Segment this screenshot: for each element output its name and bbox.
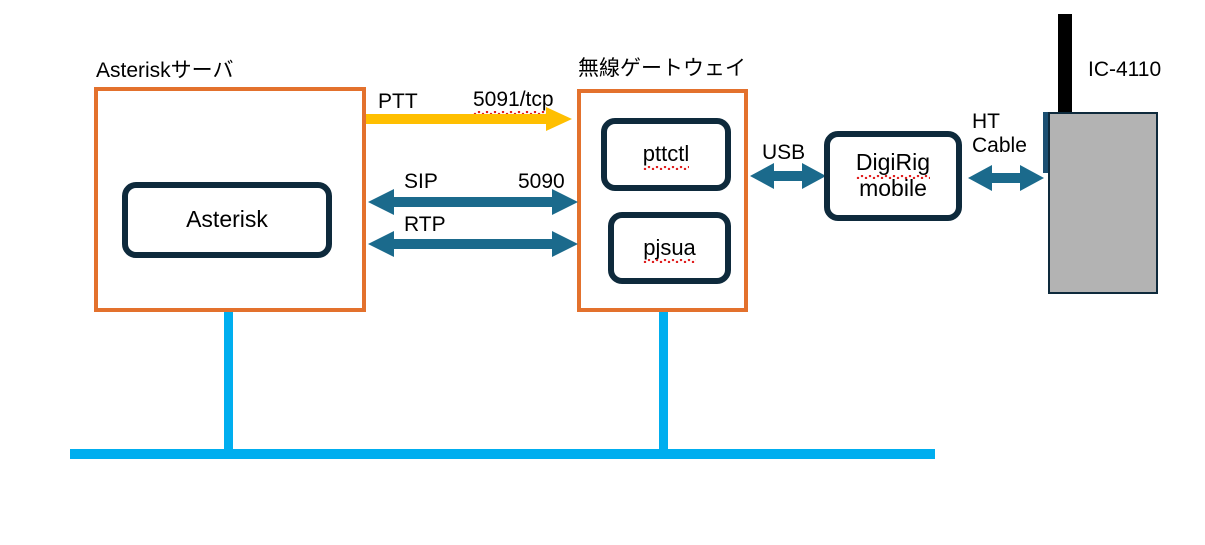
ht-cable-arrow	[968, 165, 1044, 191]
pjsua-process-box: pjsua	[608, 212, 731, 284]
rtp-label: RTP	[404, 213, 446, 236]
sip-arrow	[368, 189, 578, 215]
digirig-label: DigiRig mobile	[855, 149, 931, 202]
pjsua-process-label: pjsua	[643, 234, 696, 263]
asterisk-process-label: Asterisk	[186, 206, 268, 233]
radio-model-label: IC-4110	[1088, 58, 1162, 81]
ht-cable-label-line1: HT	[972, 110, 1000, 133]
asterisk-process-box: Asterisk	[122, 182, 332, 258]
radio-antenna	[1058, 14, 1072, 114]
ptt-arrow	[366, 107, 572, 131]
usb-label: USB	[762, 141, 806, 164]
pttctl-process-label: pttctl	[642, 141, 690, 170]
digirig-box: DigiRig mobile	[824, 131, 962, 221]
asterisk-server-title: Asteriskサーバ	[96, 59, 234, 82]
digirig-label-line1: DigiRig	[855, 149, 931, 179]
network-bus-horizontal	[70, 449, 935, 459]
network-bus-drop-server	[224, 311, 233, 453]
sip-port-label: 5090	[518, 170, 565, 193]
network-bus-drop-gateway	[659, 311, 668, 453]
rtp-arrow	[368, 231, 578, 257]
digirig-label-line2: mobile	[859, 175, 927, 201]
ht-cable-label-line2: Cable	[972, 133, 1027, 157]
usb-arrow	[750, 163, 826, 189]
gateway-title: 無線ゲートウェイ	[578, 57, 746, 80]
pttctl-process-box: pttctl	[601, 118, 731, 191]
ptt-label: PTT	[378, 90, 418, 113]
ptt-port-label: 5091/tcp	[473, 88, 554, 114]
radio-body	[1048, 112, 1158, 294]
radio-connector-tab	[1043, 112, 1050, 173]
ht-cable-label: HT Cable	[972, 110, 1027, 157]
sip-label: SIP	[404, 170, 438, 193]
